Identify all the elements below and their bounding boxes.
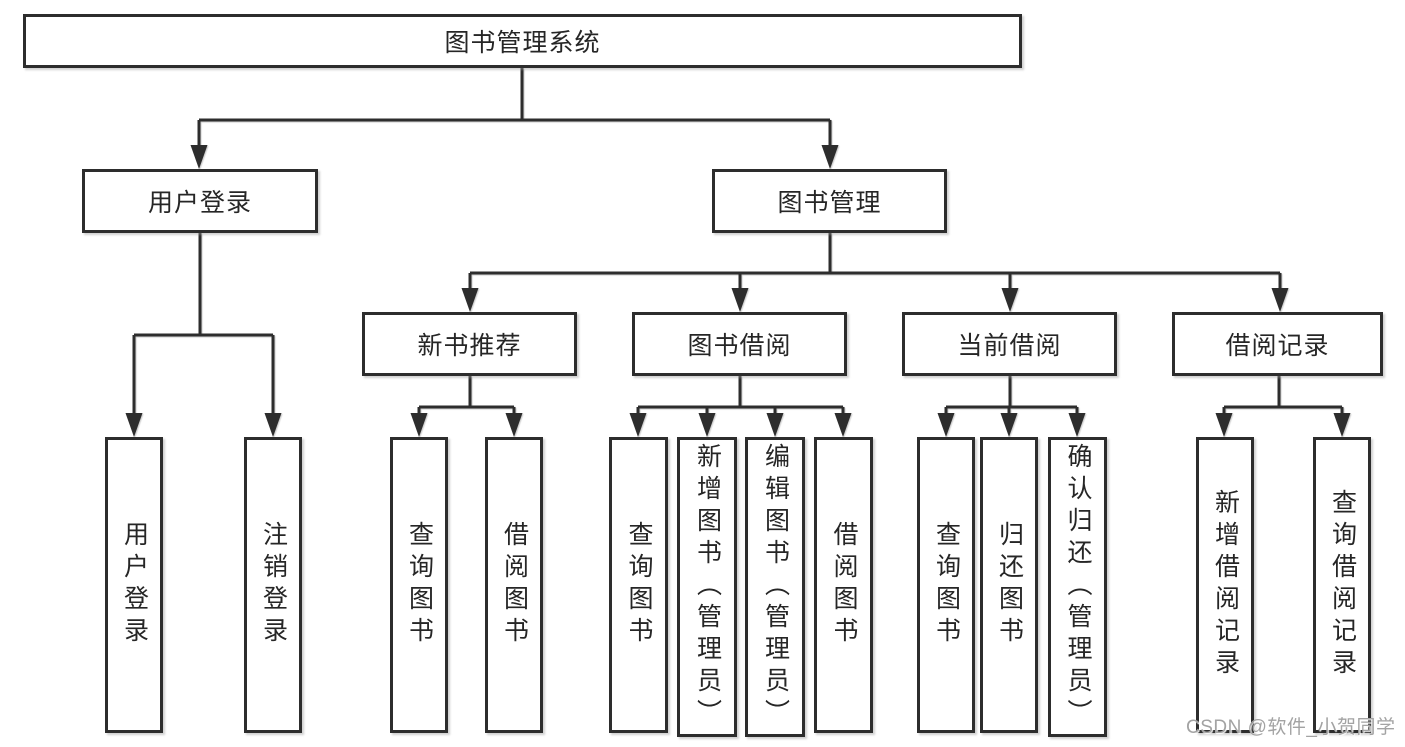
leaf-logout-login-label: 注销登录 — [259, 521, 288, 649]
leaf-borrow-query-book-label: 查询图书 — [625, 521, 653, 649]
leaf-current-query-book-label: 查询图书 — [932, 521, 961, 649]
node-root-label: 图书管理系统 — [444, 29, 601, 57]
leaf-current-return-book-label: 归还图书 — [995, 521, 1024, 649]
node-book-management: 图书管理 — [712, 169, 947, 233]
leaf-borrow-query-book: 查询图书 — [609, 437, 668, 733]
node-current-borrow: 当前借阅 — [902, 312, 1117, 376]
leaf-record-add-record: 新增借阅记录 — [1196, 437, 1254, 733]
leaf-recommend-query-book: 查询图书 — [390, 437, 448, 733]
leaf-borrow-edit-book-admin: 编辑图书（管理员） — [745, 437, 805, 737]
leaf-current-return-book: 归还图书 — [980, 437, 1038, 733]
node-book-borrow-label: 图书借阅 — [687, 332, 792, 360]
node-borrow-record-label: 借阅记录 — [1225, 332, 1330, 360]
leaf-record-add-record-label: 新增借阅记录 — [1211, 489, 1240, 681]
arrowheads — [125, 145, 1351, 437]
leaf-record-query-record-label: 查询借阅记录 — [1328, 489, 1357, 681]
leaf-borrow-borrow-book-label: 借阅图书 — [830, 521, 858, 649]
leaf-record-query-record: 查询借阅记录 — [1313, 437, 1371, 733]
node-book-management-label: 图书管理 — [777, 189, 882, 217]
node-borrow-record: 借阅记录 — [1172, 312, 1383, 376]
leaf-user-login: 用户登录 — [105, 437, 163, 733]
node-new-book-recommend-label: 新书推荐 — [417, 332, 522, 360]
leaf-user-login-label: 用户登录 — [120, 521, 149, 649]
leaf-current-confirm-return-admin: 确认归还（管理员） — [1048, 437, 1107, 737]
leaf-borrow-add-book-admin: 新增图书（管理员） — [677, 437, 737, 737]
node-book-borrow: 图书借阅 — [632, 312, 847, 376]
node-user-login-label: 用户登录 — [147, 189, 252, 217]
node-current-borrow-label: 当前借阅 — [957, 332, 1062, 360]
leaf-borrow-add-book-admin-label: 新增图书（管理员） — [693, 443, 722, 731]
leaf-current-confirm-return-admin-label: 确认归还（管理员） — [1064, 443, 1092, 731]
leaf-recommend-borrow-book: 借阅图书 — [485, 437, 543, 733]
leaf-recommend-query-book-label: 查询图书 — [405, 521, 434, 649]
leaf-current-query-book: 查询图书 — [917, 437, 975, 733]
leaf-logout-login: 注销登录 — [244, 437, 302, 733]
csdn-watermark: CSDN @软件_小贺同学 — [1186, 717, 1396, 738]
node-new-book-recommend: 新书推荐 — [362, 312, 577, 376]
leaf-recommend-borrow-book-label: 借阅图书 — [500, 521, 529, 649]
leaf-borrow-edit-book-admin-label: 编辑图书（管理员） — [761, 443, 790, 731]
node-root: 图书管理系统 — [23, 14, 1022, 68]
node-user-login: 用户登录 — [82, 169, 318, 233]
leaf-borrow-borrow-book: 借阅图书 — [814, 437, 873, 733]
